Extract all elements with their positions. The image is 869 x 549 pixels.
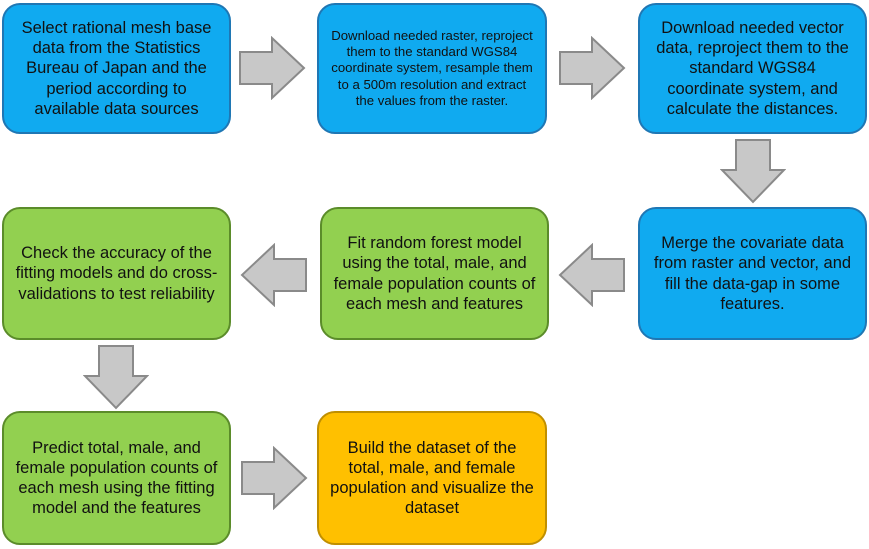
arrow-left-icon (240, 243, 308, 307)
arrow-down-icon (720, 138, 786, 204)
step-download-raster-text: Download needed raster, reproject them t… (331, 28, 533, 108)
step-download-vector-text: Download needed vector data, reproject t… (656, 19, 849, 118)
step-select-mesh-data-text: Select rational mesh base data from the … (21, 19, 212, 118)
step-download-vector: Download needed vector data, reproject t… (638, 3, 867, 134)
step-check-accuracy: Check the accuracy of the fitting models… (2, 207, 231, 340)
arrow-down-icon (83, 344, 149, 410)
step-fit-random-forest-text: Fit random forest model using the total,… (333, 234, 536, 313)
step-merge-covariates: Merge the covariate data from raster and… (638, 207, 867, 340)
arrow-right-icon (240, 446, 308, 510)
step-fit-random-forest: Fit random forest model using the total,… (320, 207, 549, 340)
step-predict-population: Predict total, male, and female populati… (2, 411, 231, 545)
step-predict-population-text: Predict total, male, and female populati… (15, 438, 218, 518)
arrow-left-icon (558, 243, 626, 307)
step-select-mesh-data: Select rational mesh base data from the … (2, 3, 231, 134)
step-check-accuracy-text: Check the accuracy of the fitting models… (15, 244, 218, 303)
step-download-raster: Download needed raster, reproject them t… (317, 3, 547, 134)
step-build-dataset: Build the dataset of the total, male, an… (317, 411, 547, 545)
step-build-dataset-text: Build the dataset of the total, male, an… (330, 438, 534, 518)
arrow-right-icon (558, 36, 626, 100)
arrow-right-icon (238, 36, 306, 100)
step-merge-covariates-text: Merge the covariate data from raster and… (653, 234, 852, 313)
